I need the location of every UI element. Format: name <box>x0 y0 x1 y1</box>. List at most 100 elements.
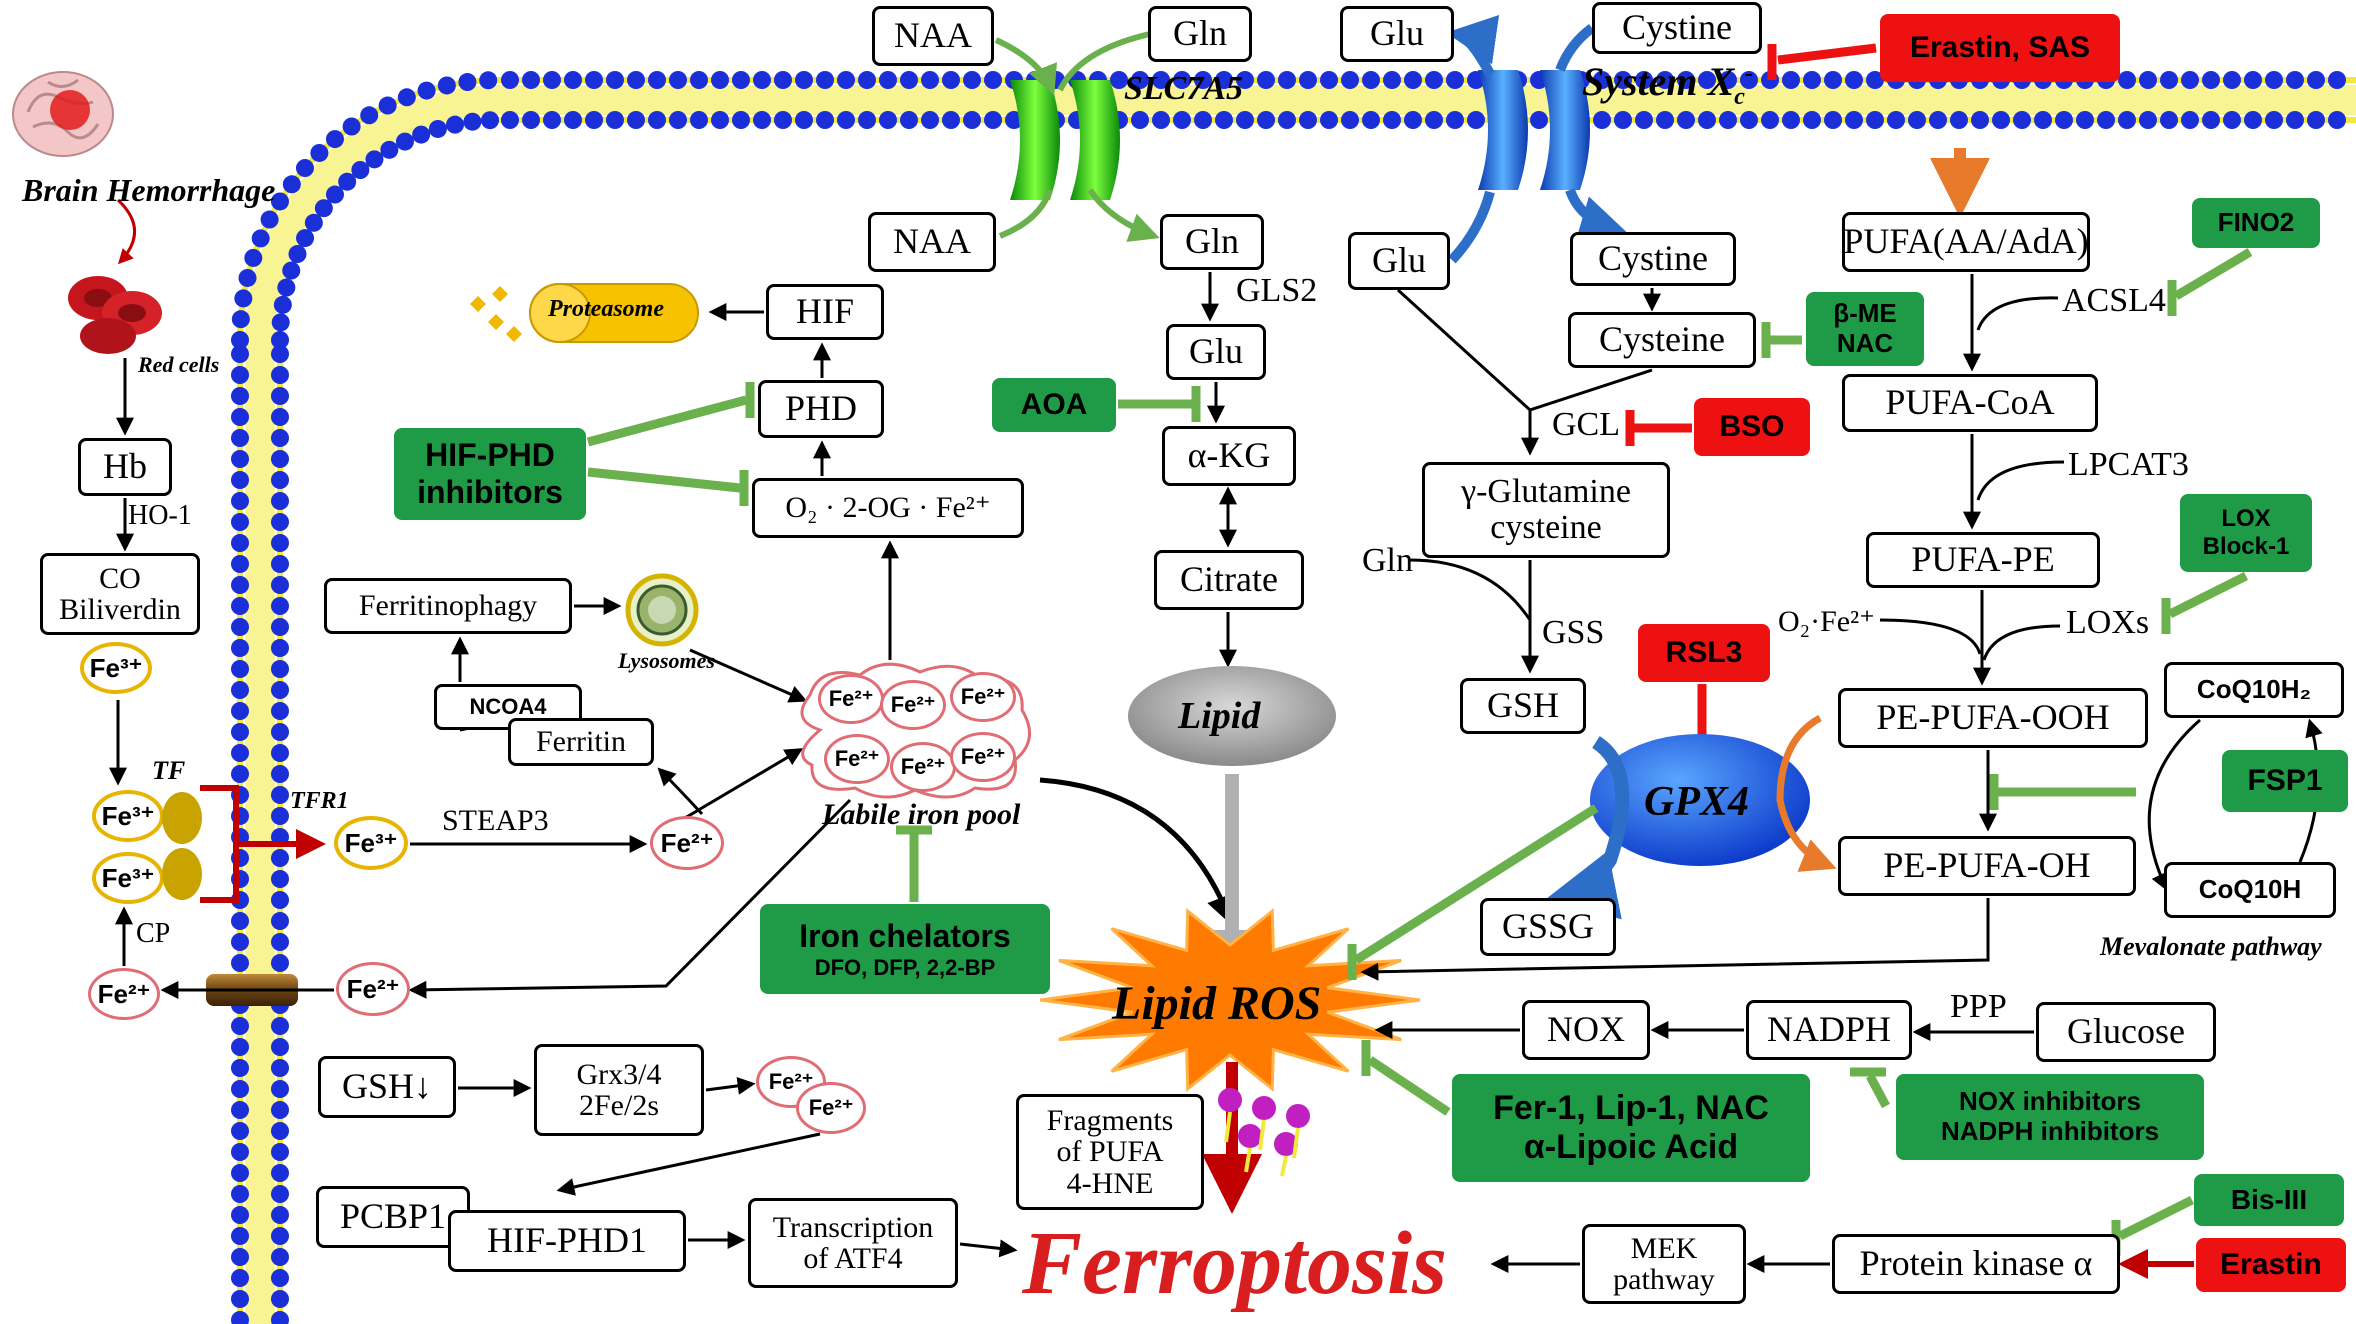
membrane-head-inner-106 <box>1320 111 1338 129</box>
membrane-head-inner-5 <box>271 1206 289 1224</box>
arrow-fe2-to-ferritin <box>657 767 704 816</box>
lip-fe2-6: Fe²⁺ <box>950 732 1016 782</box>
arrow-gln-out <box>1057 31 1151 92</box>
transferrin-icon <box>160 786 210 906</box>
membrane-head-outer-152 <box>2286 71 2304 89</box>
hif-phd-inhibitors-box: HIF-PHD inhibitors <box>394 428 586 520</box>
membrane-head-inner-42 <box>271 429 289 447</box>
membrane-head-outer-81 <box>795 71 813 89</box>
membrane-head-outer-82 <box>816 71 834 89</box>
membrane-head-inner-68 <box>522 111 540 129</box>
gpx4-blob <box>1590 734 1810 866</box>
membrane-head-outer-3 <box>231 1248 249 1266</box>
membrane-head-inner-88 <box>942 111 960 129</box>
membrane-head-outer-27 <box>231 744 249 762</box>
cystine-node-out: Cystine <box>1592 2 1762 54</box>
membrane-head-outer-10 <box>231 1101 249 1119</box>
membrane-head-inner-122 <box>1656 111 1674 129</box>
inhibit-phd <box>586 395 748 447</box>
membrane-head-outer-151 <box>2265 71 2283 89</box>
membrane-head-outer-70 <box>564 71 582 89</box>
membrane-head-inner-8 <box>271 1143 289 1161</box>
tf-label: TF <box>152 756 186 785</box>
membrane-head-inner-102 <box>1236 111 1254 129</box>
arrow-lip-to-export <box>408 798 852 999</box>
arrow-cystine-inner <box>1565 188 1630 245</box>
membrane-head-outer-12 <box>231 1059 249 1077</box>
arrow-naa-out <box>994 37 1057 96</box>
membrane-head-inner-51 <box>282 261 301 280</box>
glu-node-mid: Glu <box>1166 324 1266 380</box>
grx-line2: 2Fe/2s <box>578 1089 659 1122</box>
membrane-head-outer-18 <box>231 933 249 951</box>
bis3-box: Bis-III <box>2194 1174 2344 1226</box>
erastin-box: Erastin <box>2196 1238 2346 1292</box>
membrane-head-inner-9 <box>271 1122 289 1140</box>
membrane-head-outer-54 <box>270 192 289 211</box>
glucose-node: Glucose <box>2036 1002 2216 1062</box>
membrane-head-inner-37 <box>271 534 289 552</box>
membrane-head-inner-78 <box>732 111 750 129</box>
membrane-head-inner-130 <box>1824 111 1842 129</box>
membrane-head-inner-11 <box>271 1080 289 1098</box>
membrane-head-outer-43 <box>231 408 249 426</box>
membrane-head-outer-129 <box>1803 71 1821 89</box>
membrane-head-inner-48 <box>271 313 290 332</box>
membrane-head-inner-33 <box>271 618 289 636</box>
membrane-head-inner-112 <box>1446 111 1464 129</box>
membrane-head-inner-44 <box>271 387 289 405</box>
membrane-head-outer-144 <box>2118 71 2136 89</box>
membrane-head-outer-63 <box>417 81 436 100</box>
membrane-head-inner-72 <box>606 111 624 129</box>
membrane-head-outer-100 <box>1194 71 1212 89</box>
membrane-head-outer-61 <box>378 96 397 115</box>
membrane-head-outer-120 <box>1614 71 1632 89</box>
proteasome-label: Proteasome <box>548 296 664 322</box>
membrane-head-inner-36 <box>271 555 289 573</box>
coq10h-node: CoQ10H <box>2164 862 2336 918</box>
system-xc-sub: c <box>1734 84 1745 110</box>
nox-node: NOX <box>1522 1000 1650 1060</box>
fe3-ion-tf-2: Fe³⁺ <box>92 852 164 904</box>
hb-node: Hb <box>78 438 172 496</box>
membrane-head-outer-73 <box>627 71 645 89</box>
membrane-head-inner-18 <box>271 933 289 951</box>
membrane-head-outer-119 <box>1593 71 1611 89</box>
nox-inhibitors-line1: NOX inhibitors <box>1959 1086 2141 1117</box>
tf-tfr1-bracket <box>200 785 320 903</box>
gamma-glu-line2: cysteine <box>1490 509 1602 546</box>
iron-chelators-sub: DFO, DFP, 2,2-BP <box>814 954 996 980</box>
membrane-head-outer-150 <box>2244 71 2262 89</box>
system-xc-text: System X <box>1582 59 1735 104</box>
arrow-gsh-to-gssg <box>1546 736 1630 920</box>
membrane-head-outer-56 <box>295 159 314 178</box>
membrane-head-outer-45 <box>231 366 249 384</box>
lip-fe2-5: Fe²⁺ <box>890 742 956 792</box>
membrane-head-inner-46 <box>271 345 289 363</box>
membrane-head-outer-80 <box>774 71 792 89</box>
membrane-head-inner-141 <box>2055 111 2073 129</box>
membrane-head-inner-53 <box>296 229 315 248</box>
membrane-head-inner-120 <box>1614 111 1632 129</box>
akg-node: α-KG <box>1162 426 1296 486</box>
membrane-head-inner-143 <box>2097 111 2115 129</box>
membrane-head-inner-137 <box>1971 111 1989 129</box>
membrane-head-outer-30 <box>231 681 249 699</box>
membrane-head-inner-71 <box>585 111 603 129</box>
membrane-head-inner-108 <box>1362 111 1380 129</box>
atf4-line2: of ATF4 <box>803 1242 903 1275</box>
membrane-head-inner-45 <box>271 366 289 384</box>
membrane-head-inner-125 <box>1719 111 1737 129</box>
membrane-head-inner-39 <box>271 492 289 510</box>
membrane-head-inner-104 <box>1278 111 1296 129</box>
inhibit-nadph <box>1866 1073 1890 1109</box>
membrane-head-outer-31 <box>231 660 249 678</box>
steap3-label: STEAP3 <box>442 804 549 837</box>
arrow-gln-to-gsh <box>1409 558 1532 621</box>
membrane-head-inner-133 <box>1887 111 1905 129</box>
membrane-head-outer-0 <box>231 1311 249 1324</box>
membrane-head-inner-30 <box>271 681 289 699</box>
membrane-head-outer-153 <box>2307 71 2325 89</box>
membrane-head-outer-72 <box>606 71 624 89</box>
membrane-head-inner-131 <box>1845 111 1863 129</box>
